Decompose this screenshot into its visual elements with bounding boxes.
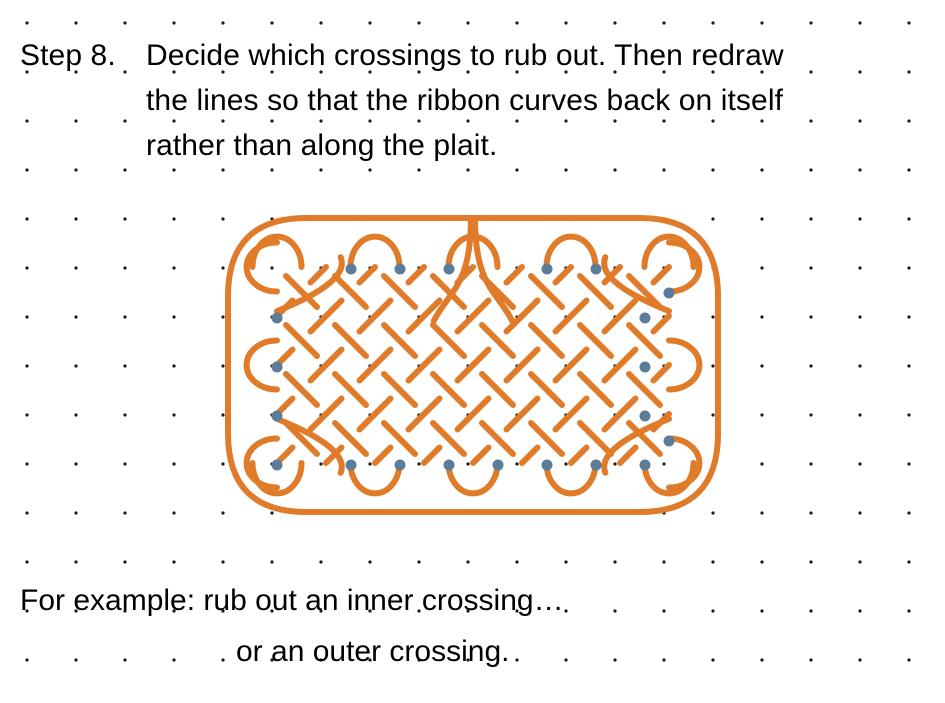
crossing-marker-inner <box>639 361 651 373</box>
crossing-marker-inner <box>271 410 283 422</box>
footer-line-inner-crossing: For example: rub out an inner crossing… <box>20 584 564 617</box>
crossing-marker-outer <box>394 459 406 471</box>
crossing-marker-outer <box>271 459 283 471</box>
heading-block: Step 8. Decide which crossings to rub ou… <box>20 33 920 168</box>
crossing-marker-outer <box>443 459 455 471</box>
heading-line-2: the lines so that the ribbon curves back… <box>146 84 784 117</box>
crossing-marker-inner <box>443 263 455 275</box>
crossing-marker-inner <box>590 263 602 275</box>
crossing-marker-inner <box>271 312 283 324</box>
crossing-marker-inner <box>271 361 283 373</box>
heading-row: Step 8. Decide which crossings to rub ou… <box>20 33 920 168</box>
crossing-marker-inner <box>541 263 553 275</box>
celtic-knot-figure <box>225 215 721 515</box>
crossing-marker-outer <box>663 435 675 447</box>
crossing-marker-group <box>271 263 675 471</box>
crossing-marker-outer <box>541 459 553 471</box>
crossing-marker-outer <box>590 459 602 471</box>
step-label: Step 8. <box>20 39 116 72</box>
heading-line-3: rather than along the plait. <box>146 129 498 162</box>
crossing-marker-inner <box>639 312 651 324</box>
knot-ribbon-group <box>225 215 721 515</box>
heading-lines: Decide which crossings to rub out. Then … <box>146 33 920 168</box>
crossing-marker-outer <box>639 459 651 471</box>
crossing-marker-inner <box>345 263 357 275</box>
crossing-marker-outer <box>345 459 357 471</box>
footer-line-outer-crossing: or an outer crossing. <box>236 635 510 668</box>
crossing-marker-inner <box>394 263 406 275</box>
crossing-marker-outer <box>663 287 675 299</box>
crossing-marker-inner <box>639 410 651 422</box>
heading-line-1: Decide which crossings to rub out. Then … <box>146 39 784 72</box>
crossing-marker-outer <box>492 459 504 471</box>
